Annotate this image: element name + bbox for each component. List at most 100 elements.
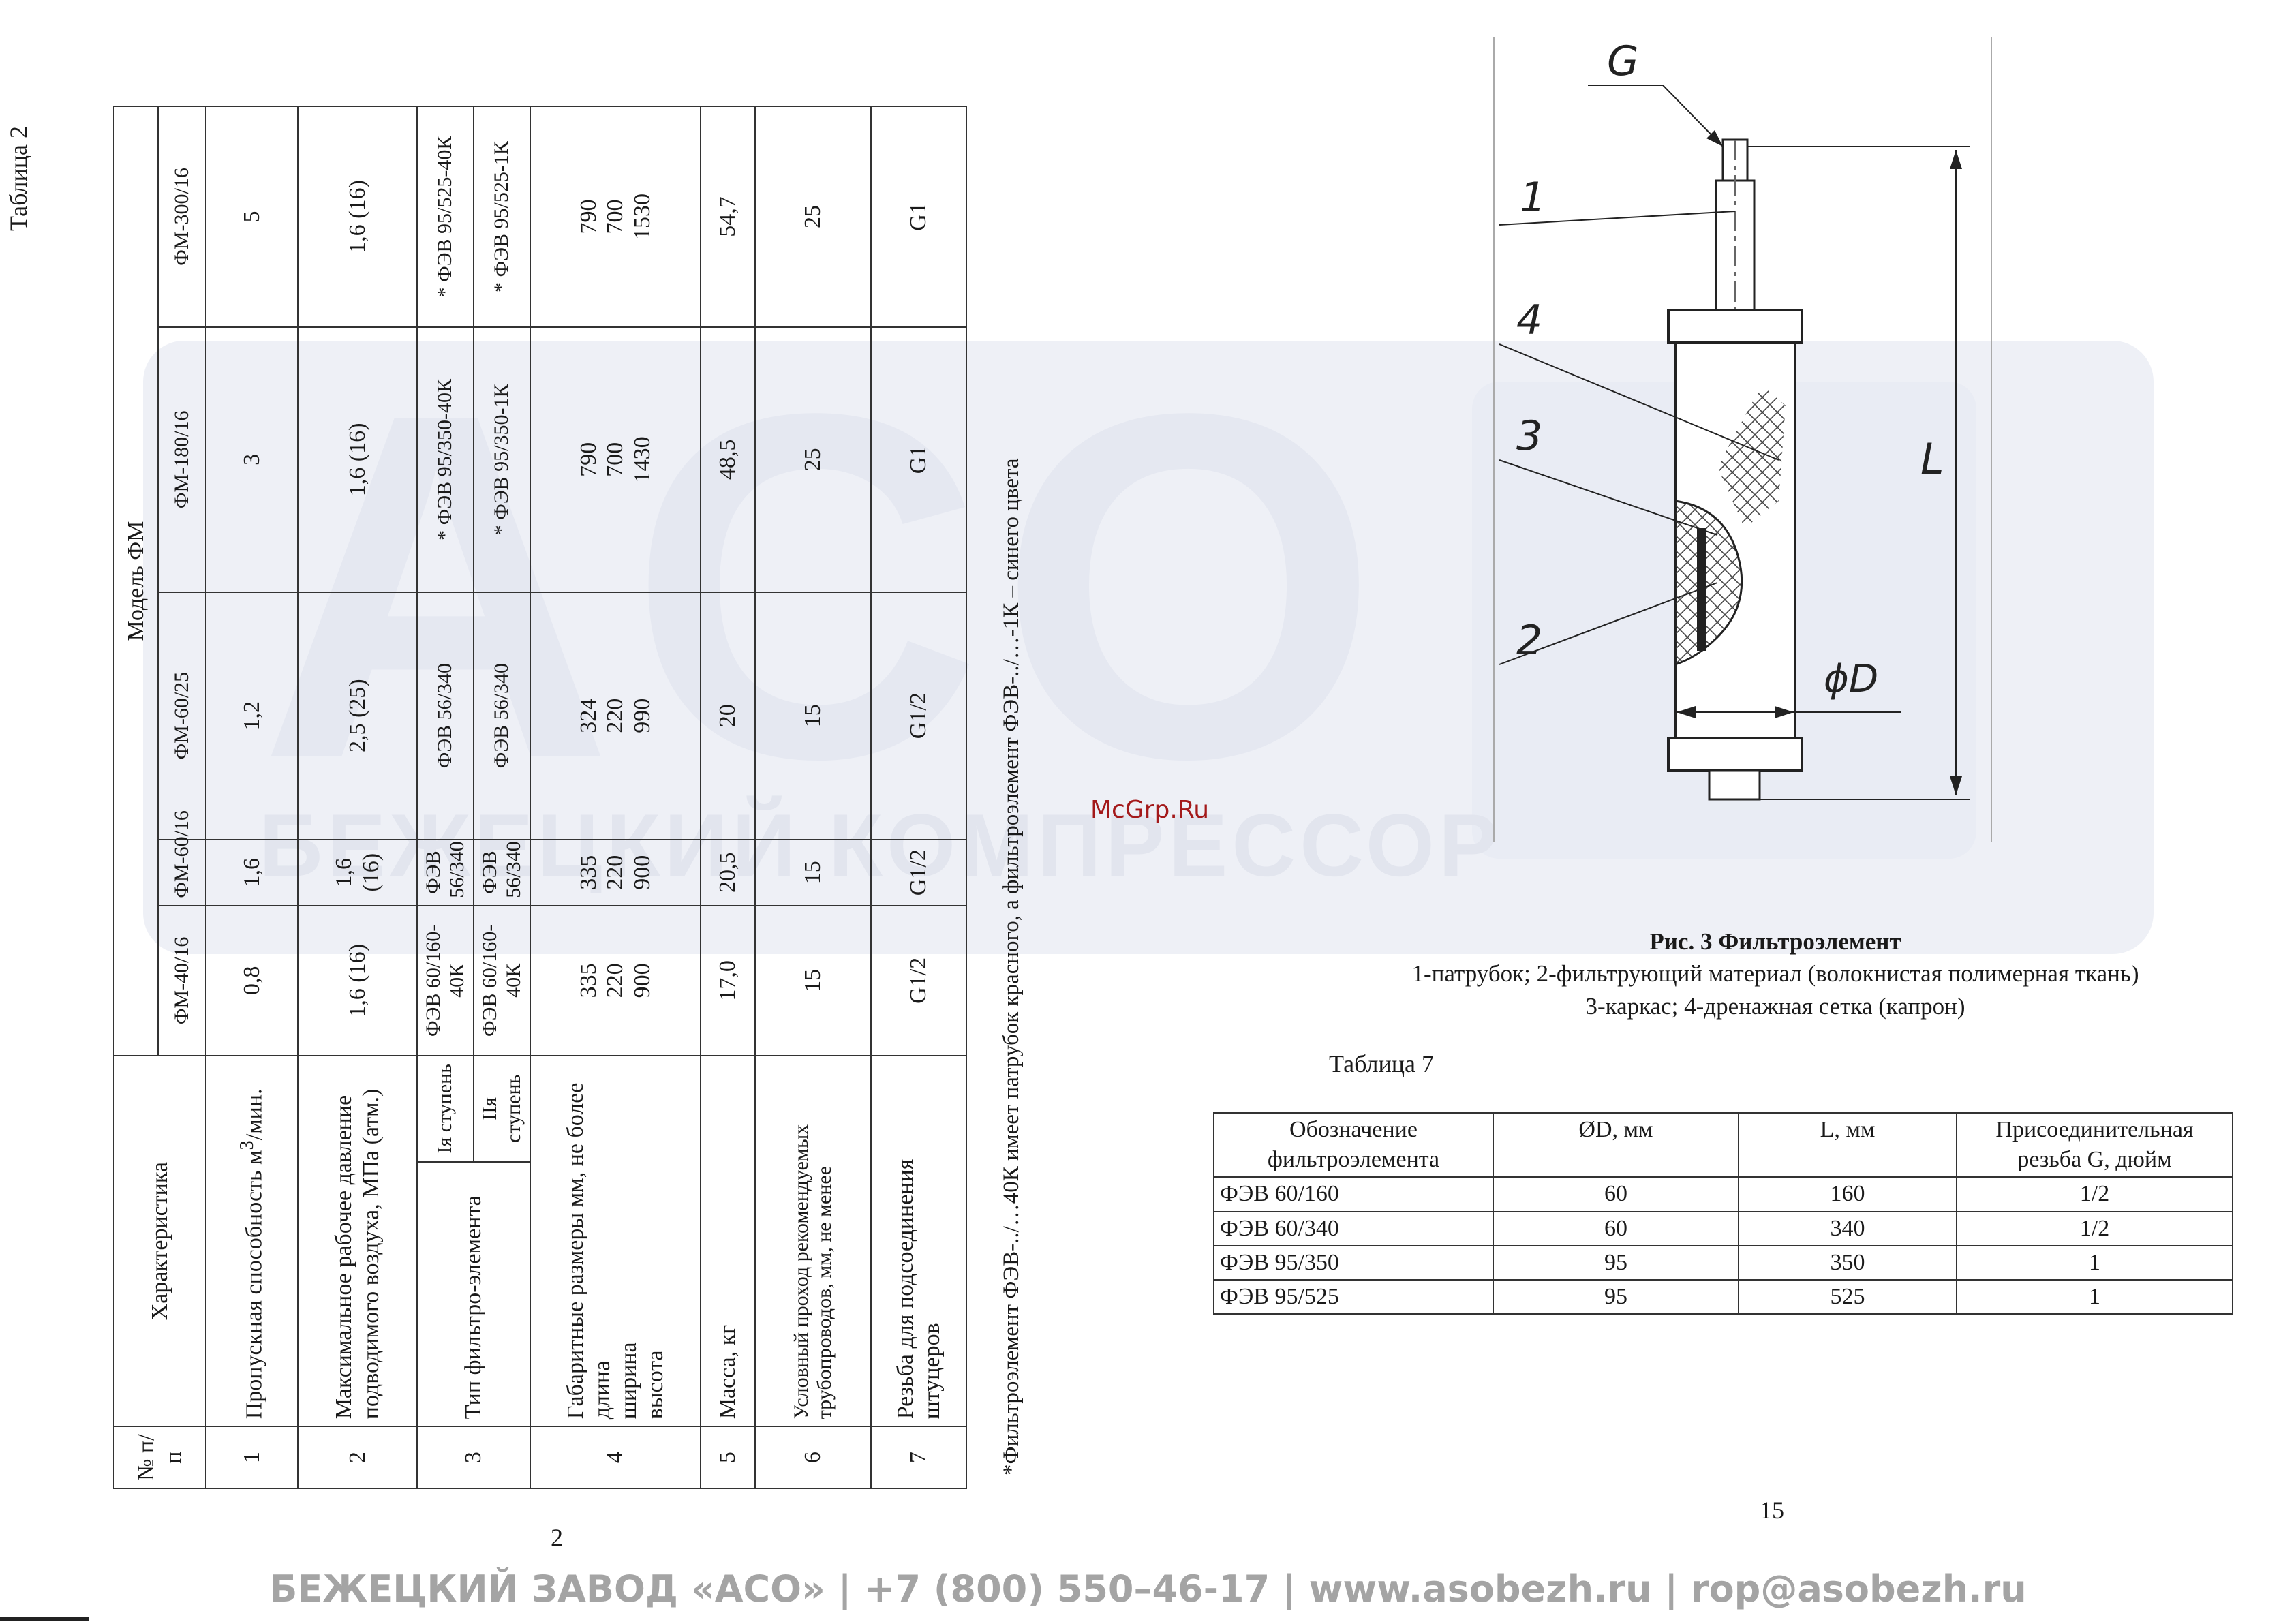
cell: G1	[871, 106, 966, 328]
label-part: /мин.	[241, 1088, 267, 1141]
table-row: ФЭВ 95/525 95 525 1	[1213, 1278, 2233, 1315]
label-sup: 3	[236, 1140, 258, 1150]
cell: 60	[1493, 1210, 1739, 1246]
footer-contacts: БЕЖЕЦКИЙ ЗАВОД «АСО» | +7 (800) 550–46-1…	[269, 1567, 2027, 1610]
label-3: 3	[1516, 412, 1542, 460]
figure-title: Рис. 3 Фильтроэлемент	[1649, 928, 1901, 955]
table2: № п/п Характеристика Модель ФМ ФМ-40/16 …	[113, 106, 967, 1489]
table-row: ФЭВ 95/350 95 350 1	[1213, 1244, 2233, 1281]
row-label: Максимальное рабочее давление подводимог…	[298, 1056, 417, 1427]
row-num: 1	[206, 1426, 298, 1488]
stage-label: Iя ступень	[417, 1056, 474, 1162]
cell: 17,0	[701, 905, 755, 1056]
table2-model: ФМ-180/16	[158, 327, 206, 592]
label-part: длина	[589, 1360, 615, 1420]
label-part: Пропускная способность м	[241, 1150, 267, 1420]
row-num: 5	[701, 1426, 755, 1488]
table7-label: Таблица 7	[1329, 1050, 1434, 1077]
table-row: 5 Масса, кг 17,0 20,5 20 48,5 54,7	[701, 106, 755, 1488]
table2-model: ФМ-300/16	[158, 106, 206, 328]
cell: 1/2	[1956, 1210, 2233, 1246]
cell: 5	[206, 106, 298, 328]
cell: 54,7	[701, 106, 755, 328]
table2-rotated-block: Таблица 2 № п/п Характеристика Модель ФМ…	[5, 106, 1024, 1489]
cell: 160	[1738, 1176, 1957, 1212]
row-label: Резьба для подсоединения штуцеров	[871, 1056, 966, 1427]
cell: G1/2	[871, 592, 966, 840]
table2-caption: Таблица 2	[5, 126, 32, 231]
table7-header: L, мм	[1738, 1112, 1957, 1178]
label-4: 4	[1516, 296, 1542, 344]
cell: * ФЭВ 95/350-1К	[474, 327, 530, 592]
row-num: 2	[298, 1426, 417, 1488]
table2-header-model: Модель ФМ	[114, 106, 158, 1056]
label-part: Габаритные размеры мм, не более	[562, 1082, 588, 1420]
cell: 15	[755, 905, 871, 1056]
cell: ФЭВ 56/340	[417, 592, 474, 840]
figure-caption: Рис. 3 Фильтроэлемент 1-патрубок; 2-филь…	[1356, 925, 2194, 1022]
cell: 1	[1956, 1244, 2233, 1281]
mcgrp-watermark: McGrp.Ru	[1090, 796, 1210, 824]
cell: 15	[755, 592, 871, 840]
cell: 1	[1956, 1278, 2233, 1315]
table-row: ФЭВ 60/340 60 340 1/2	[1213, 1210, 2233, 1246]
filter-element-drawing: L ϕD G 1 4 3 2	[1493, 37, 1992, 842]
row-label: Габаритные размеры мм, не более длина ши…	[530, 1056, 701, 1427]
cell: 95	[1493, 1278, 1739, 1315]
table7: Обозначение фильтроэлемента ØD, мм L, мм…	[1213, 1112, 2233, 1315]
cell: ФЭВ 95/525	[1213, 1278, 1494, 1315]
table2-header-num: № п/п	[114, 1426, 206, 1488]
cell: G1	[871, 327, 966, 592]
table2-model: ФМ-60/25	[158, 592, 206, 840]
cell: 3	[206, 327, 298, 592]
cell: ФЭВ 60/340	[1213, 1210, 1494, 1246]
cell: ФЭВ 56/340	[417, 839, 474, 906]
cell: ФЭВ 56/340	[474, 839, 530, 906]
cell: ФЭВ 56/340	[474, 592, 530, 840]
cell: ФЭВ 60/160-40К	[417, 905, 474, 1056]
table-row: ФЭВ 60/160 60 160 1/2	[1213, 1176, 2233, 1212]
table7-header-row: Обозначение фильтроэлемента ØD, мм L, мм…	[1213, 1112, 2233, 1178]
row-label: Тип фильтро-элемента	[417, 1161, 530, 1427]
cell: 1,6	[206, 839, 298, 906]
cell: G1/2	[871, 905, 966, 1056]
cell: 15	[755, 839, 871, 906]
label-2: 2	[1516, 617, 1542, 664]
table2-model: ФМ-60/16	[158, 810, 206, 906]
row-num: 3	[417, 1426, 530, 1488]
table-row: 2 Максимальное рабочее давление подводим…	[298, 106, 417, 1488]
cell: 25	[755, 327, 871, 592]
cell: * ФЭВ 95/525-1К	[474, 106, 530, 328]
table7-header: Обозначение фильтроэлемента	[1213, 1112, 1494, 1178]
row-label: Условный проход рекомендуемых трубопрово…	[755, 1056, 871, 1427]
cell: 1,6 (16)	[298, 327, 417, 592]
table-row: 1 Пропускная способность м3/мин. 0,8 1,6…	[206, 106, 298, 1488]
cell: 340	[1738, 1210, 1957, 1246]
label-g: G	[1607, 37, 1639, 85]
cell: ФЭВ 60/160	[1213, 1176, 1494, 1212]
table-row: 4 Габаритные размеры мм, не более длина …	[530, 106, 701, 1488]
row-num: 4	[530, 1426, 701, 1488]
drain-mesh	[1717, 385, 1786, 528]
label-d: ϕD	[1824, 657, 1878, 701]
watermark-text: БЕЖЕЦКИЙ КОМПРЕССОР	[259, 795, 1502, 895]
cell: 1,2	[206, 592, 298, 840]
stage-label: IIя ступень	[474, 1056, 530, 1162]
frame-section	[1697, 528, 1706, 651]
watermark-letters: АСО	[259, 311, 1407, 860]
cell: * ФЭВ 95/350-40К	[417, 327, 474, 592]
cutaway-section	[1674, 500, 1743, 667]
table-row: 7 Резьба для подсоединения штуцеров G1/2…	[871, 106, 966, 1488]
table2-footnote: *Фильтроэлемент ФЭВ-../…40К имеет патруб…	[999, 458, 1024, 1475]
cell: 1,6 (16)	[298, 905, 417, 1056]
cell: 95	[1493, 1244, 1739, 1281]
cell: 1/2	[1956, 1176, 2233, 1212]
table-row: 6 Условный проход рекомендуемых трубопро…	[755, 106, 871, 1488]
table-row: 3 Тип фильтро-элемента Iя ступень ФЭВ 60…	[417, 106, 530, 1488]
label-l: L	[1920, 434, 1944, 484]
cell: 1,6 (16)	[298, 106, 417, 328]
